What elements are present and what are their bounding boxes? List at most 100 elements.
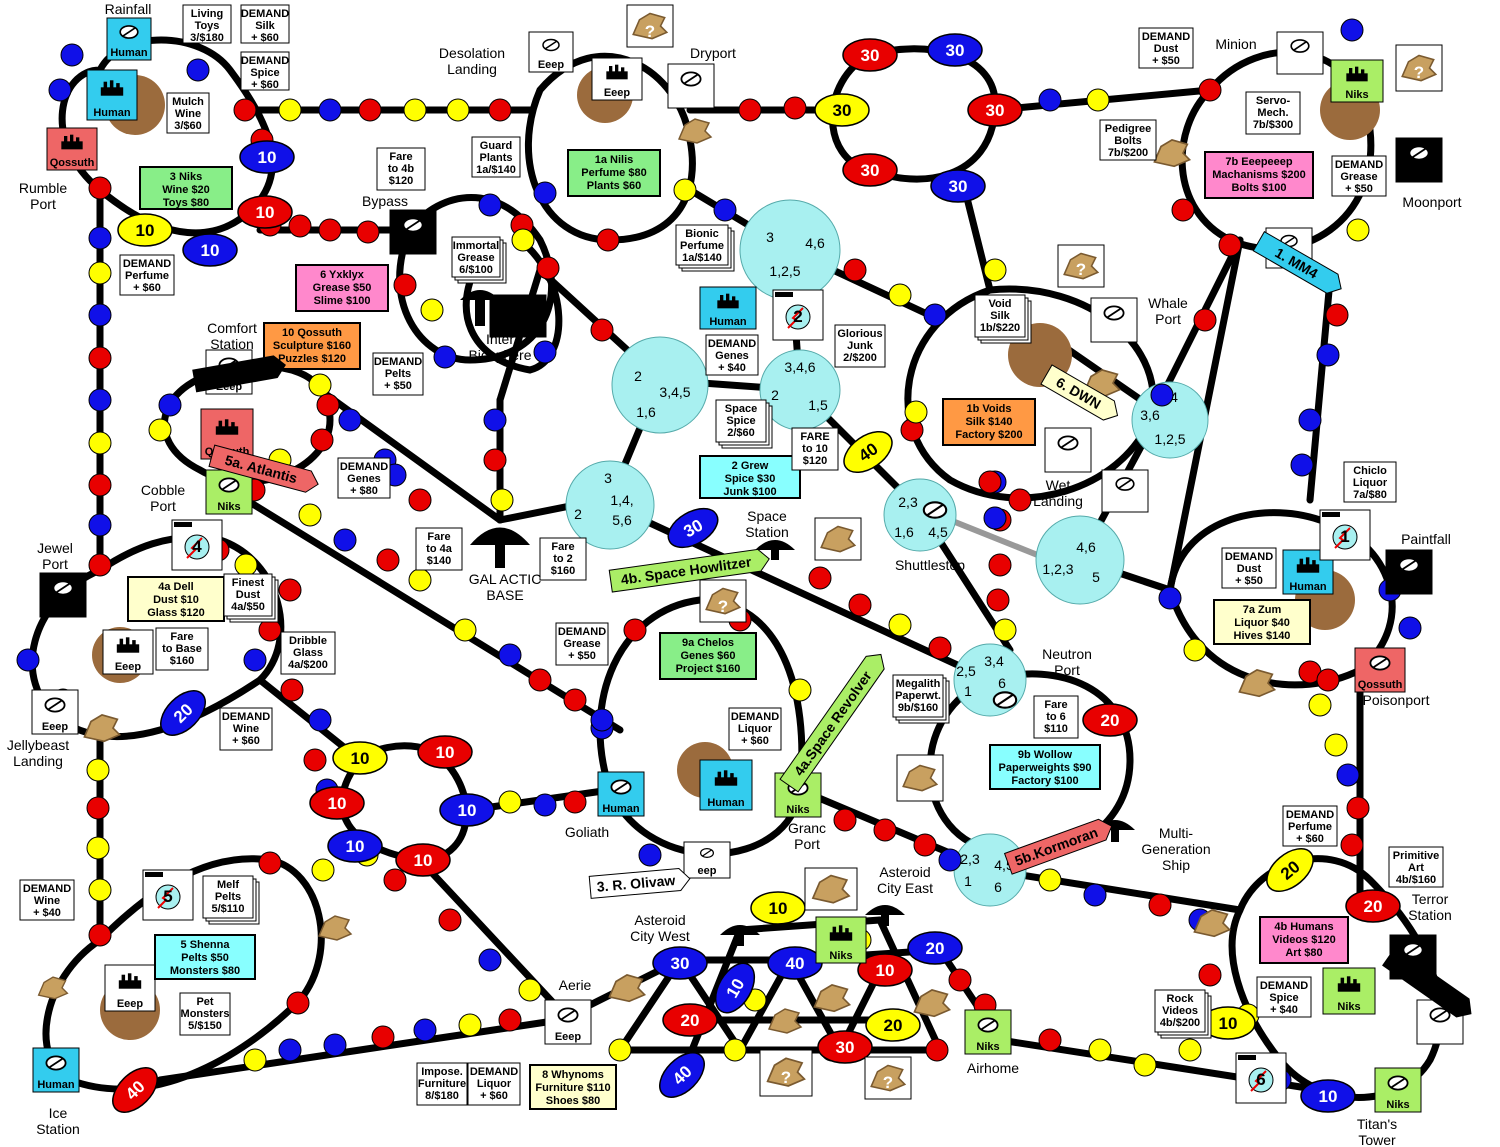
place-name-wet_landing: Wet — [1046, 477, 1071, 493]
track-space — [1316, 343, 1340, 367]
number-space-value: 20 — [1101, 711, 1120, 730]
place-name-titans_tower: Titan's — [1357, 1116, 1397, 1132]
hub-route-label: 3,4,5 — [659, 384, 690, 400]
place-name-jellybeast_landing: Jellybeast — [7, 737, 69, 753]
track-space — [1336, 763, 1360, 787]
track-space — [316, 393, 340, 417]
info-line: Videos — [1162, 1005, 1198, 1017]
info-line: Wine — [233, 723, 259, 735]
hub-h5 — [883, 478, 957, 552]
track-space — [948, 968, 972, 992]
track-space — [848, 593, 872, 617]
track-space — [873, 818, 897, 842]
number-space: 40 — [659, 1052, 705, 1098]
info-line: Grease — [563, 638, 600, 650]
contract-line: Junk $100 — [723, 486, 776, 498]
track-space — [88, 473, 112, 497]
info-line: Grease — [1340, 171, 1377, 183]
ufo-icon — [557, 1007, 579, 1023]
tile-desolation-eeep: Eeep — [528, 31, 574, 73]
hub-route-label: 2,3 — [898, 494, 918, 510]
place-name-inter_biosphere: Inter — [486, 331, 514, 347]
track-space — [888, 283, 912, 307]
place-name-goliath: Goliath — [565, 824, 609, 840]
contract-line: 6 Yxklyx — [320, 269, 365, 281]
track-space — [371, 1025, 395, 1049]
contract-line: Monsters $80 — [170, 965, 240, 977]
hub-route-label: 1,2,5 — [769, 263, 800, 279]
track-space — [408, 568, 432, 592]
ufo-icon — [610, 779, 632, 795]
info-line: Guard — [480, 140, 512, 152]
track-space — [978, 470, 1002, 494]
track-space — [1088, 1038, 1112, 1062]
info-line: DEMAND — [731, 711, 779, 723]
place-name-terror_station: Terror — [1412, 891, 1449, 907]
info-line: DEMAND — [1260, 980, 1308, 992]
info-line: + $60 — [251, 79, 279, 91]
info-line: Dust — [1237, 563, 1262, 575]
tile-goliath-human-factory: Human — [699, 759, 753, 811]
number-space: 10 — [239, 140, 295, 174]
tile-ice-human: Human — [32, 1047, 80, 1093]
info-line: Genes — [715, 350, 749, 362]
track-space — [333, 528, 357, 552]
info-line: DEMAND — [123, 258, 171, 270]
info-line: + $60 — [251, 32, 279, 44]
track-space — [86, 796, 110, 820]
hub-route-label: 4,6 — [1076, 539, 1096, 555]
hub-route-label: 1,2,3 — [1042, 561, 1073, 577]
info-line: $160 — [170, 655, 194, 667]
track-space — [988, 553, 1012, 577]
hub-route-label: 3 — [766, 229, 774, 245]
info-line: Dribble — [289, 635, 327, 647]
track-space — [286, 991, 310, 1015]
tile-paintfall-whynom: Whynom — [1385, 549, 1433, 595]
race-label: Niks — [786, 804, 809, 816]
tile-rumble-qossuth: Qossuth — [46, 127, 98, 171]
track-space — [318, 218, 342, 242]
track-space — [1340, 833, 1364, 857]
info-line: + $60 — [741, 735, 769, 747]
hub-route-label: 1 — [964, 873, 972, 889]
track-space — [986, 588, 1010, 612]
number-space: 10 — [237, 195, 293, 229]
number-space-value: 20 — [926, 939, 945, 958]
info-line: DEMAND — [470, 1066, 518, 1078]
number-space: 10 — [327, 829, 383, 863]
contract-line: Slime $100 — [314, 295, 371, 307]
hub-route-label: 1,6 — [894, 524, 914, 540]
info-line: + $50 — [568, 650, 596, 662]
info-line: Wine — [34, 895, 60, 907]
track-space — [258, 851, 282, 875]
info-line: Spice — [1269, 992, 1298, 1004]
number-space: 20 — [907, 931, 963, 965]
hub-route-label: 6 — [994, 879, 1002, 895]
number-space-value: 10 — [1319, 1087, 1338, 1106]
info-line: Fare — [551, 541, 574, 553]
ufo-icon — [542, 38, 560, 52]
info-line: Primitive — [1393, 850, 1439, 862]
number-space: 10 — [182, 233, 238, 267]
place-name-minion: Minion — [1215, 36, 1256, 52]
number-space: 10 — [1300, 1079, 1356, 1113]
place-name-shuttlestop: Shuttlestop — [895, 557, 965, 573]
number-space: 30 — [927, 33, 983, 67]
track-space — [533, 181, 557, 205]
info-line: to 4a — [426, 543, 453, 555]
info-line: FARE — [800, 431, 829, 443]
info-line: + $60 — [480, 1090, 508, 1102]
info-line: 1a/$140 — [682, 252, 722, 264]
race-label: Qossuth — [50, 157, 95, 169]
number-space-value: 10 — [769, 899, 788, 918]
number-space: 10 — [439, 793, 495, 827]
track-space — [233, 98, 257, 122]
